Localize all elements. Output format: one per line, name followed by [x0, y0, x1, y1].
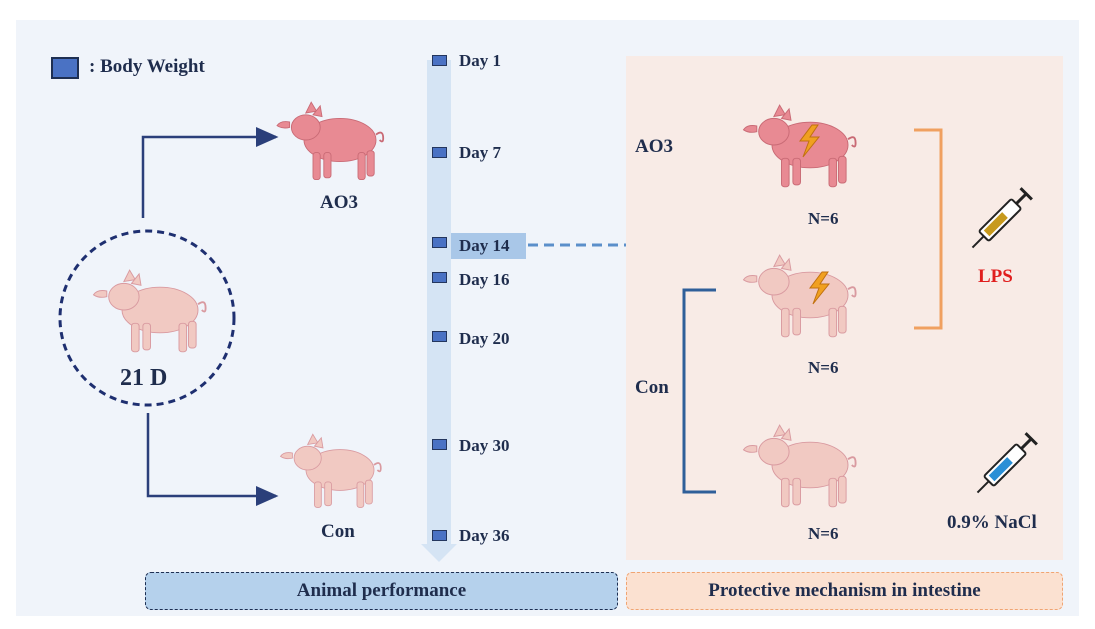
lps-lightning-icon-1 [799, 124, 821, 158]
day-marker [432, 272, 447, 283]
start-age-label: 21 D [120, 365, 168, 391]
con-group-label: Con [321, 521, 355, 542]
mechanism-ao3-label: AO3 [635, 136, 673, 157]
day-marker [432, 55, 447, 66]
start-pig [92, 269, 207, 353]
day-marker [432, 530, 447, 541]
sample-size-label: N=6 [808, 358, 839, 377]
animal-performance-label: Animal performance [296, 580, 467, 601]
con-pig [279, 433, 382, 509]
syringe-lps-icon [971, 187, 1033, 249]
day-label: Day 36 [459, 526, 510, 545]
mechanism-con-saline-pig [742, 424, 857, 508]
timeline-arrow-tip [421, 544, 457, 562]
arrow-to-con [146, 413, 279, 506]
day-label: Day 20 [459, 329, 510, 348]
sample-size-label: N=6 [808, 524, 839, 543]
day-label: Day 30 [459, 436, 510, 455]
lps-lightning-icon-2 [809, 271, 831, 305]
body-weight-legend-swatch [51, 57, 79, 79]
day-label: Day 14 [459, 236, 510, 255]
day-label: Day 1 [459, 51, 502, 70]
con-bracket [682, 288, 716, 494]
day-label: Day 16 [459, 270, 510, 289]
arrow-to-ao3 [141, 127, 279, 218]
day-marker [432, 439, 447, 450]
body-weight-legend-label: : Body Weight [89, 56, 205, 77]
day-label: Day 7 [459, 143, 502, 162]
day-14-highlight [450, 233, 526, 259]
mechanism-ao3-pig [742, 104, 857, 188]
saline-label: 0.9% NaCl [947, 512, 1037, 533]
lps-label: LPS [978, 266, 1013, 287]
sample-size-label: N=6 [808, 209, 839, 228]
animal-performance-box: Animal performance [145, 572, 618, 610]
lps-bracket [914, 128, 943, 330]
timeline-bar [427, 60, 451, 544]
start-circle [58, 229, 236, 407]
day-marker [432, 147, 447, 158]
day-marker [432, 237, 447, 248]
protective-mechanism-label: Protective mechanism in intestine [708, 580, 981, 601]
protective-mechanism-box: Protective mechanism in intestine [626, 572, 1063, 610]
syringe-saline-icon [976, 432, 1038, 494]
mechanism-con-lps-pig [742, 254, 857, 338]
mechanism-con-label: Con [635, 377, 669, 398]
ao3-group-label: AO3 [320, 192, 358, 213]
ao3-pig [276, 101, 385, 181]
day-marker [432, 331, 447, 342]
